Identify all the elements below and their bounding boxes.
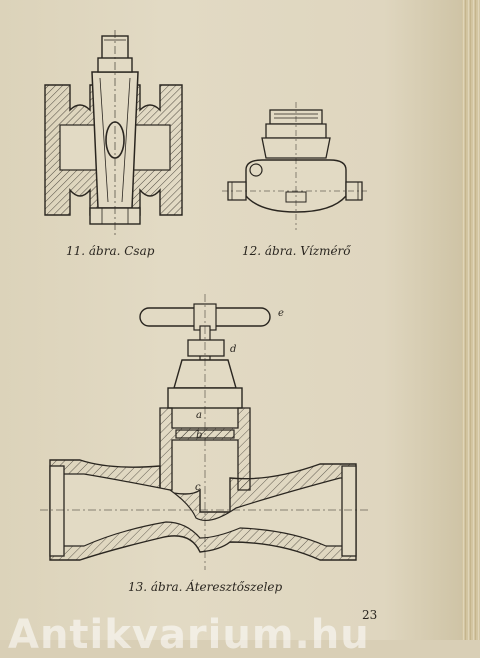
- valve-label-a: a: [196, 410, 202, 421]
- figure-11-caption: 11. ábra. Csap: [66, 244, 155, 258]
- figure-12-caption: 12. ábra. Vízmérő: [242, 244, 351, 258]
- page-number: 23: [362, 608, 378, 622]
- figure-13-valve-drawing: e d a b c: [40, 294, 370, 570]
- figure-11-cock-drawing: [44, 30, 183, 235]
- page-edge: [462, 0, 480, 640]
- figure-12-water-meter-drawing: [222, 102, 367, 230]
- figure-13-caption: 13. ábra. Áteresztőszelep: [128, 580, 283, 594]
- valve-label-c: c: [195, 482, 201, 493]
- valve-label-d: d: [230, 344, 236, 355]
- valve-label-e: e: [278, 308, 284, 319]
- watermark: Antikvarium.hu: [8, 612, 370, 658]
- valve-label-b: b: [196, 430, 202, 441]
